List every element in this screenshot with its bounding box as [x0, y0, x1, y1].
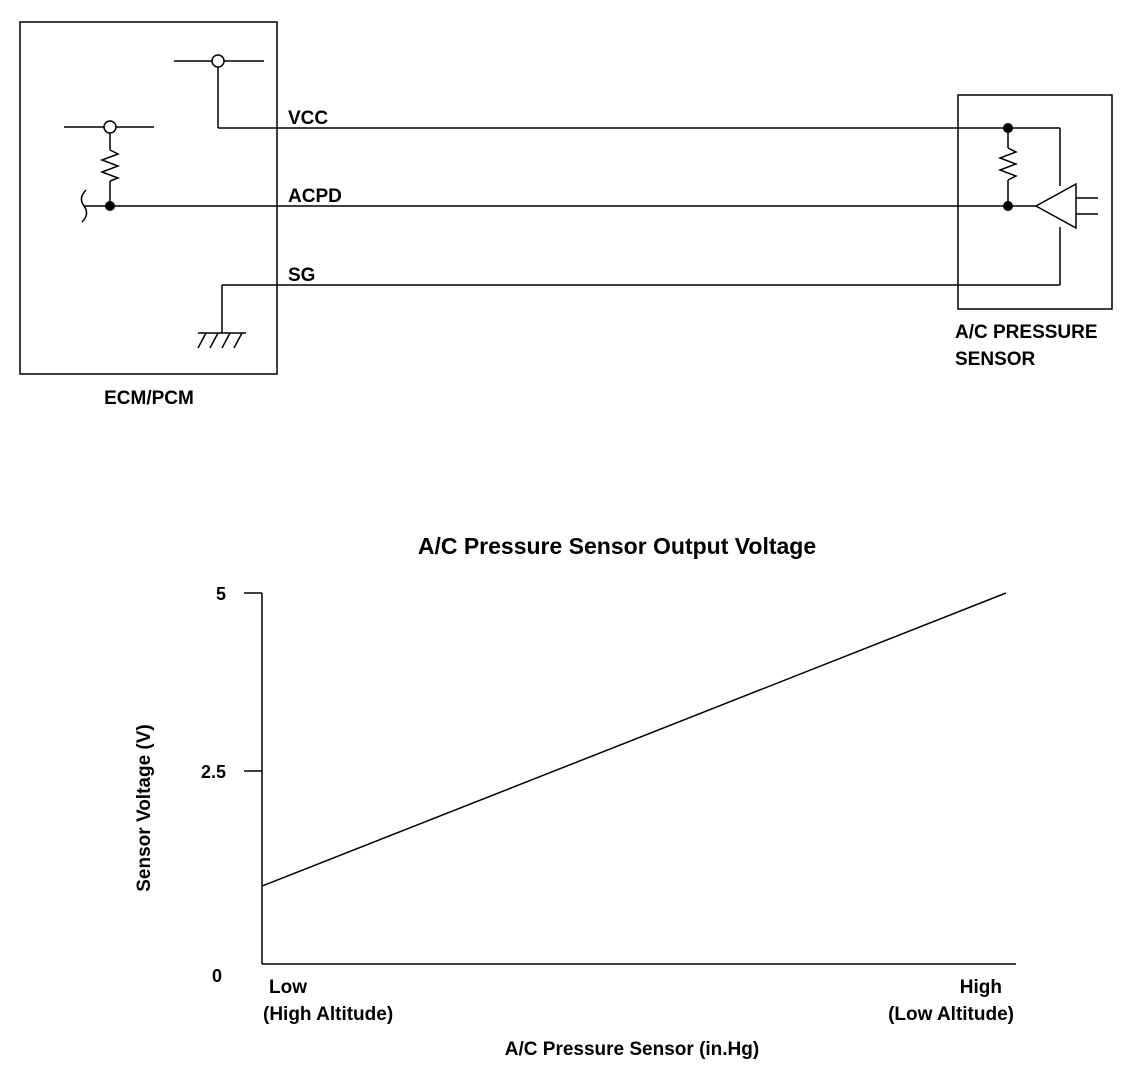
- y-tick-label-2-5: 2.5: [201, 762, 226, 782]
- ecm-junction-dot: [105, 201, 115, 211]
- amplifier-icon: [1034, 182, 1077, 230]
- sensor-acpd-junction-dot: [1003, 201, 1013, 211]
- sensor-resistor: [997, 147, 1019, 181]
- ecm-resistor: [99, 149, 121, 182]
- sensor-vcc-junction-dot: [1003, 123, 1013, 133]
- series-line: [261, 592, 1007, 887]
- voltage-chart: A/C Pressure Sensor Output Voltage 5 2.5…: [134, 533, 1016, 1060]
- vcc-label: VCC: [288, 108, 328, 129]
- chart-title: A/C Pressure Sensor Output Voltage: [418, 533, 816, 559]
- ecm-pcm-box: [19, 21, 278, 375]
- sensor-box: [957, 94, 1113, 310]
- x-low-label: Low: [269, 977, 307, 998]
- sensor-label-line1: A/C PRESSURE: [955, 322, 1098, 343]
- break-mark: [80, 189, 88, 223]
- ecm-pcm-label: ECM/PCM: [104, 388, 194, 409]
- y-axis-label: Sensor Voltage (V): [134, 724, 155, 892]
- x-high-label: High: [960, 977, 1002, 998]
- x-high-sublabel: (Low Altitude): [888, 1004, 1014, 1025]
- y-tick-label-0: 0: [212, 966, 222, 986]
- x-low-sublabel: (High Altitude): [263, 1004, 393, 1025]
- x-axis-label: A/C Pressure Sensor (in.Hg): [505, 1039, 759, 1060]
- pullup-terminal-icon: [103, 120, 117, 134]
- wiring-schematic: [19, 21, 1113, 375]
- sg-label: SG: [288, 265, 315, 286]
- sensor-label-line2: SENSOR: [955, 349, 1036, 370]
- acpd-label: ACPD: [288, 186, 342, 207]
- y-tick-label-5: 5: [216, 584, 226, 604]
- vcc-terminal-icon: [211, 54, 225, 68]
- ground-icon: [197, 332, 243, 349]
